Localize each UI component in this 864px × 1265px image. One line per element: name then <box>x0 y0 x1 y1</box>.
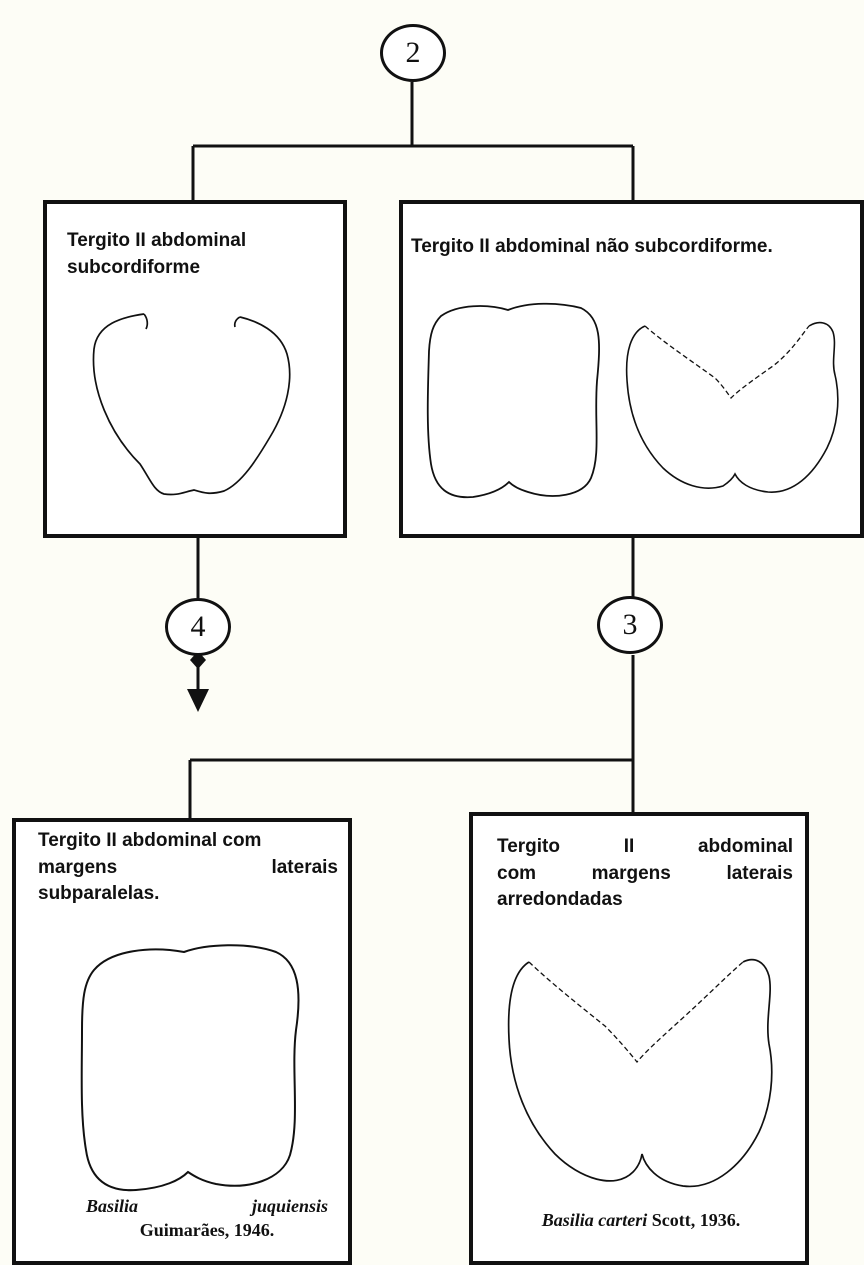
box-d-author: Scott, 1936. <box>651 1210 741 1230</box>
box-rounded-margins: Tergito II abdominal com margens laterai… <box>469 812 809 1265</box>
rounded-tergite-outline-b <box>625 321 839 493</box>
box-d-line2-left: com <box>497 862 537 884</box>
box-a-line2: subcordiforme <box>67 256 201 278</box>
box-c-author: Guimarães, 1946. <box>139 1220 275 1241</box>
box-c-line2-left: margens <box>38 856 118 878</box>
subparallel-tergite-outline-c <box>80 944 300 1192</box>
node-3: 3 <box>597 596 663 654</box>
rounded-tergite-outline-d <box>507 958 773 1188</box>
box-a-line1: Tergito II abdominal <box>67 230 247 251</box>
box-d-species: Basilia carteri Scott, 1936. <box>542 1210 741 1230</box>
box-c-line1: Tergito II abdominal com <box>38 830 262 851</box>
box-d-line1-right: abdominal <box>697 836 793 857</box>
box-d-species-name: Basilia carteri <box>541 1210 648 1230</box>
box-d-line1: Tergito II abdominal <box>497 834 793 861</box>
node-4: 4 <box>165 598 231 656</box>
box-d-line1-mid: II <box>623 836 635 857</box>
box-c-species: Basilia juquiensis <box>46 1194 328 1218</box>
box-c-species-epithet: juquiensis <box>251 1196 328 1216</box>
box-b-line1: Tergito II abdominal não subcordiforme. <box>411 236 773 257</box>
down-arrow <box>187 689 209 712</box>
box-d-line2-right: laterais <box>726 862 793 884</box>
box-subparallel-margins: Tergito II abdominal com margens laterai… <box>12 818 352 1265</box>
subparallel-tergite-outline <box>426 302 600 499</box>
box-c-line2: margens laterais <box>38 855 338 882</box>
box-c-line3: subparalelas. <box>38 883 160 905</box>
box-c-species-genus: Basilia <box>86 1196 139 1216</box>
box-subcordiform: Tergito II abdominal subcordiforme <box>43 200 347 538</box>
box-d-line2-mid: margens <box>591 862 671 884</box>
box-not-subcordiform: Tergito II abdominal não subcordiforme. <box>399 200 864 538</box>
box-d-line1-left: Tergito <box>497 836 560 857</box>
box-d-line3: arredondadas <box>497 889 623 911</box>
box-d-line2: com margens laterais <box>497 861 793 888</box>
box-c-line2-right: laterais <box>271 856 338 878</box>
node-2: 2 <box>380 24 446 82</box>
subcordiform-tergite-outline <box>92 313 291 496</box>
